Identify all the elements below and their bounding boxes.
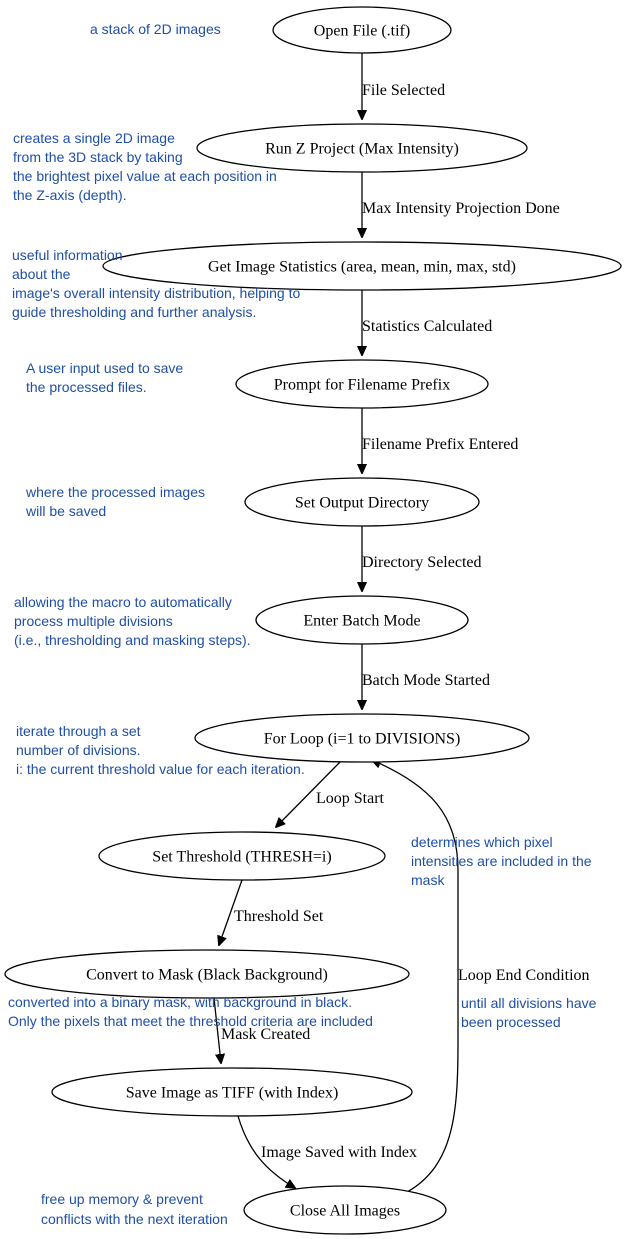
note-line: allowing the macro to automatically [14, 594, 232, 610]
node-set-threshold-label: Set Threshold (THRESH=i) [152, 849, 331, 866]
node-save-tiff: Save Image as TIFF (with Index) [51, 1067, 413, 1117]
note-line: guide thresholding and further analysis. [12, 304, 256, 320]
edge-label-projection-done: Max Intensity Projection Done [362, 200, 560, 217]
edge-label-directory-selected: Directory Selected [362, 554, 482, 571]
annotations: a stack of 2D images creates a single 2D… [8, 21, 597, 1227]
edge-save-to-close [237, 1115, 295, 1188]
note-line: creates a single 2D image [13, 130, 175, 146]
edge-label-prefix-entered: Filename Prefix Entered [362, 436, 518, 453]
note-set-threshold: determines which pixel intensities are i… [411, 834, 592, 888]
node-save-tiff-label: Save Image as TIFF (with Index) [126, 1085, 339, 1102]
edge-label-mask-created: Mask Created [221, 1026, 310, 1043]
note-line: converted into a binary mask, with backg… [8, 994, 352, 1010]
edge-label-loop-end: Loop End Condition [458, 967, 590, 984]
note-line: mask [411, 872, 445, 888]
note-output-dir: where the processed images will be saved [25, 484, 205, 519]
edge-label-stats-calculated: Statistics Calculated [362, 318, 492, 335]
node-image-stats-label: Get Image Statistics (area, mean, min, m… [208, 259, 516, 276]
note-line: determines which pixel [411, 834, 553, 850]
note-line: intensities are included in the [411, 853, 592, 869]
node-close-all: Close All Images [243, 1185, 447, 1235]
node-for-loop-label: For Loop (i=1 to DIVISIONS) [264, 731, 461, 748]
edge-label-image-saved: Image Saved with Index [261, 1144, 417, 1161]
edge-loop-to-threshold [276, 761, 341, 827]
node-batch-mode-label: Enter Batch Mode [303, 613, 420, 630]
node-z-project-label: Run Z Project (Max Intensity) [265, 141, 459, 158]
edge-label-batch-started: Batch Mode Started [362, 672, 490, 689]
note-line: free up memory & prevent [41, 1191, 203, 1207]
edge-labels: File Selected Max Intensity Projection D… [221, 82, 590, 1161]
note-close-all: free up memory & prevent conflicts with … [41, 1191, 228, 1227]
note-image-stats: useful information about the image's ove… [12, 247, 300, 320]
note-line: image's overall intensity distribution, … [12, 285, 300, 301]
note-line: (i.e., thresholding and masking steps). [14, 632, 251, 648]
node-prompt-prefix-label: Prompt for Filename Prefix [274, 377, 450, 394]
node-z-project: Run Z Project (Max Intensity) [196, 123, 528, 173]
note-line: conflicts with the next iteration [41, 1211, 228, 1227]
edges [213, 53, 459, 1193]
edge-threshold-to-mask [219, 879, 243, 945]
note-line: a stack of 2D images [90, 21, 221, 37]
note-line: the processed files. [26, 379, 147, 395]
note-line: iterate through a set [16, 723, 141, 739]
node-set-threshold: Set Threshold (THRESH=i) [98, 831, 386, 881]
note-line: useful information [12, 247, 123, 263]
note-prompt-prefix: A user input used to save the processed … [26, 360, 183, 395]
note-batch-mode: allowing the macro to automatically proc… [14, 594, 251, 648]
edge-mask-to-save [213, 997, 221, 1063]
note-line: Only the pixels that meet the threshold … [8, 1013, 373, 1029]
note-for-loop: iterate through a set number of division… [16, 723, 305, 777]
note-line: the brightest pixel value at each positi… [13, 168, 277, 184]
note-line: process multiple divisions [14, 613, 173, 629]
note-line: the Z-axis (depth). [13, 187, 127, 203]
edge-close-to-loop [372, 760, 459, 1193]
node-close-all-label: Close All Images [290, 1203, 400, 1220]
note-line: where the processed images [25, 484, 205, 500]
node-convert-mask: Convert to Mask (Black Background) [4, 949, 410, 999]
note-line: A user input used to save [26, 360, 183, 376]
node-open-file: Open File (.tif) [272, 6, 452, 54]
node-for-loop: For Loop (i=1 to DIVISIONS) [194, 713, 530, 763]
note-loop-end: until all divisions have been processed [461, 995, 597, 1030]
note-open-file: a stack of 2D images [90, 21, 221, 37]
note-convert-mask: converted into a binary mask, with backg… [8, 994, 373, 1029]
edge-label-loop-start: Loop Start [316, 790, 385, 807]
note-line: number of divisions. [16, 742, 141, 758]
note-z-project: creates a single 2D image from the 3D st… [13, 130, 277, 203]
nodes: Open File (.tif) Run Z Project (Max Inte… [4, 6, 622, 1235]
node-batch-mode: Enter Batch Mode [255, 595, 469, 645]
node-prompt-prefix: Prompt for Filename Prefix [235, 359, 489, 409]
edge-label-threshold-set: Threshold Set [234, 908, 324, 925]
node-image-stats: Get Image Statistics (area, mean, min, m… [102, 241, 622, 291]
node-output-dir-label: Set Output Directory [295, 495, 429, 512]
edge-label-file-selected: File Selected [362, 82, 445, 99]
node-convert-mask-label: Convert to Mask (Black Background) [86, 967, 328, 984]
note-line: will be saved [25, 503, 106, 519]
note-line: until all divisions have [461, 995, 597, 1011]
note-line: been processed [461, 1014, 561, 1030]
node-output-dir: Set Output Directory [244, 477, 480, 527]
note-line: about the [12, 266, 71, 282]
note-line: i: the current threshold value for each … [16, 761, 305, 777]
node-open-file-label: Open File (.tif) [314, 23, 410, 40]
note-line: from the 3D stack by taking [13, 149, 183, 165]
